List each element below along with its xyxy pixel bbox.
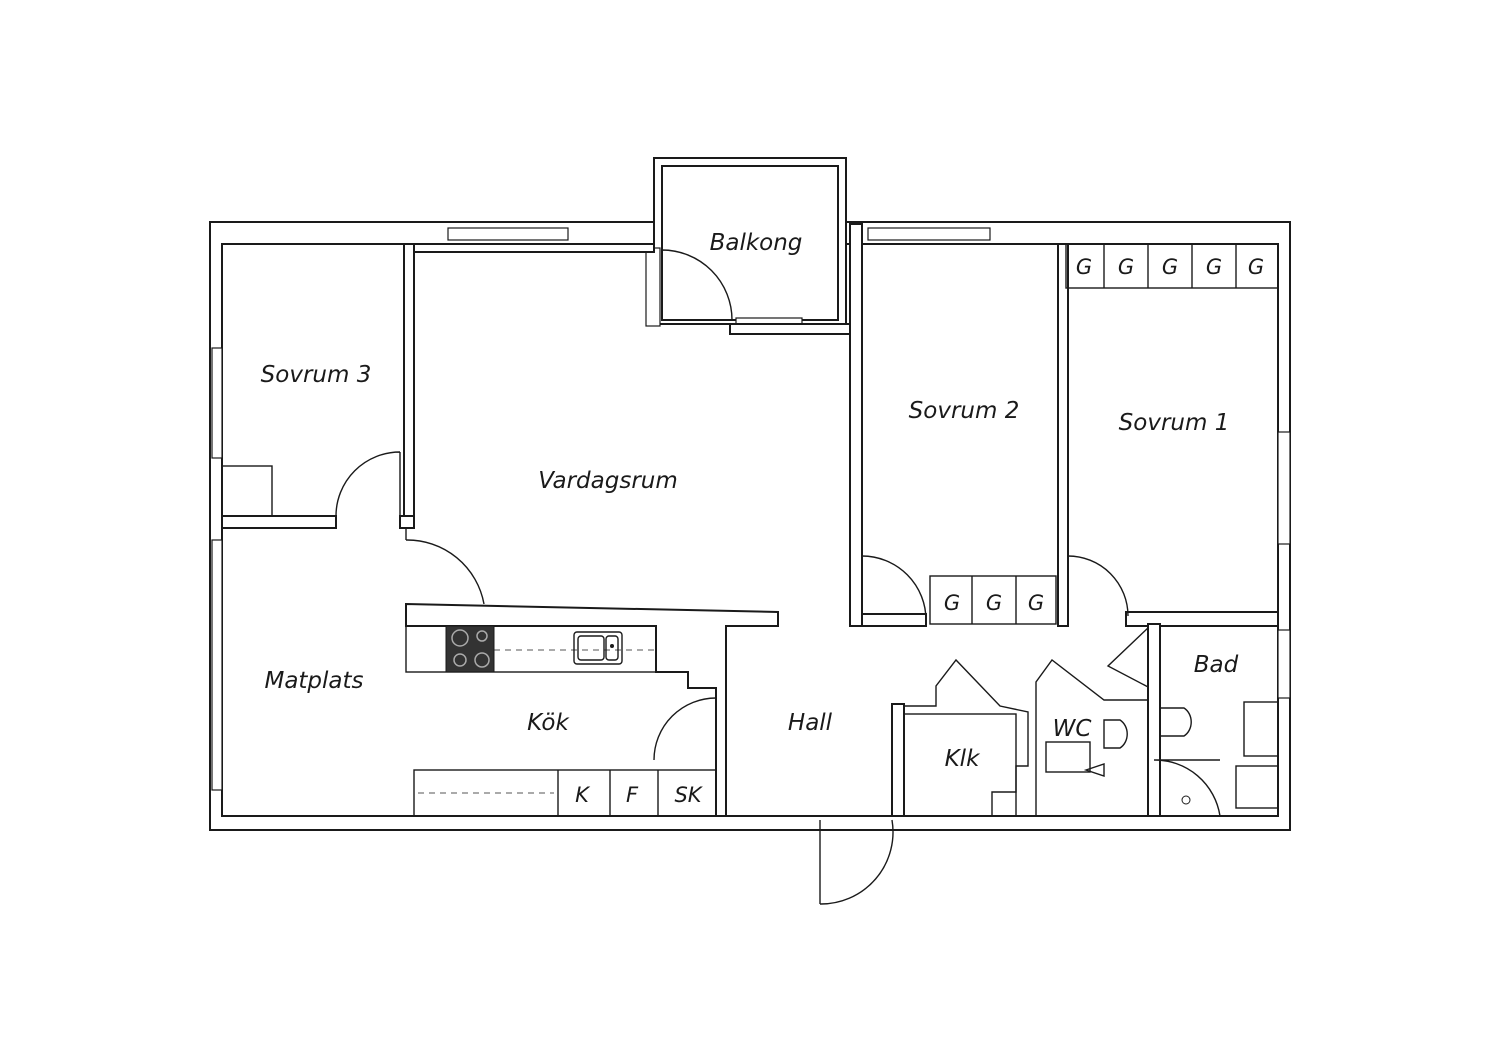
label-wc: WC: [1053, 716, 1092, 742]
label-klk: Klk: [945, 746, 981, 772]
label-sovrum-1: Sovrum 1: [1119, 410, 1230, 436]
room-labels: Balkong Sovrum 3 Vardagsrum Sovrum 2 Sov…: [261, 230, 1239, 772]
label-balkong: Balkong: [710, 230, 803, 256]
label-hall: Hall: [788, 710, 833, 736]
cabinet-mark: SK: [674, 783, 703, 807]
wardrobe-mark: G: [986, 591, 1002, 615]
interior-walls: [221, 223, 1279, 817]
label-vardagsrum: Vardagsrum: [538, 468, 678, 494]
kitchen-sink-icon: [573, 631, 623, 665]
storage-marks: G G G G G G G G K F SK: [575, 255, 1264, 807]
label-bad: Bad: [1194, 652, 1239, 678]
closet-boxes: [221, 243, 1279, 625]
door-swings: [335, 249, 1221, 905]
label-sovrum-3: Sovrum 3: [261, 362, 372, 388]
wardrobe-mark: G: [1076, 255, 1092, 279]
wardrobe-mark: G: [1248, 255, 1264, 279]
balcony: [653, 157, 847, 325]
kitchen-counters: [405, 625, 717, 817]
wardrobe-mark: G: [1118, 255, 1134, 279]
wardrobe-mark: G: [1028, 591, 1044, 615]
label-matplats: Matplats: [264, 668, 363, 694]
label-sovrum-2: Sovrum 2: [909, 398, 1020, 424]
freezer-mark: F: [626, 783, 639, 807]
wardrobe-mark: G: [1206, 255, 1222, 279]
wc-fixtures: [1045, 719, 1128, 777]
wardrobe-mark: G: [944, 591, 960, 615]
wardrobe-mark: G: [1162, 255, 1178, 279]
label-kok: Kök: [527, 710, 570, 736]
fridge-mark: K: [575, 783, 591, 807]
stove-icon: [445, 625, 495, 673]
bathroom-fixtures: [1159, 701, 1279, 809]
